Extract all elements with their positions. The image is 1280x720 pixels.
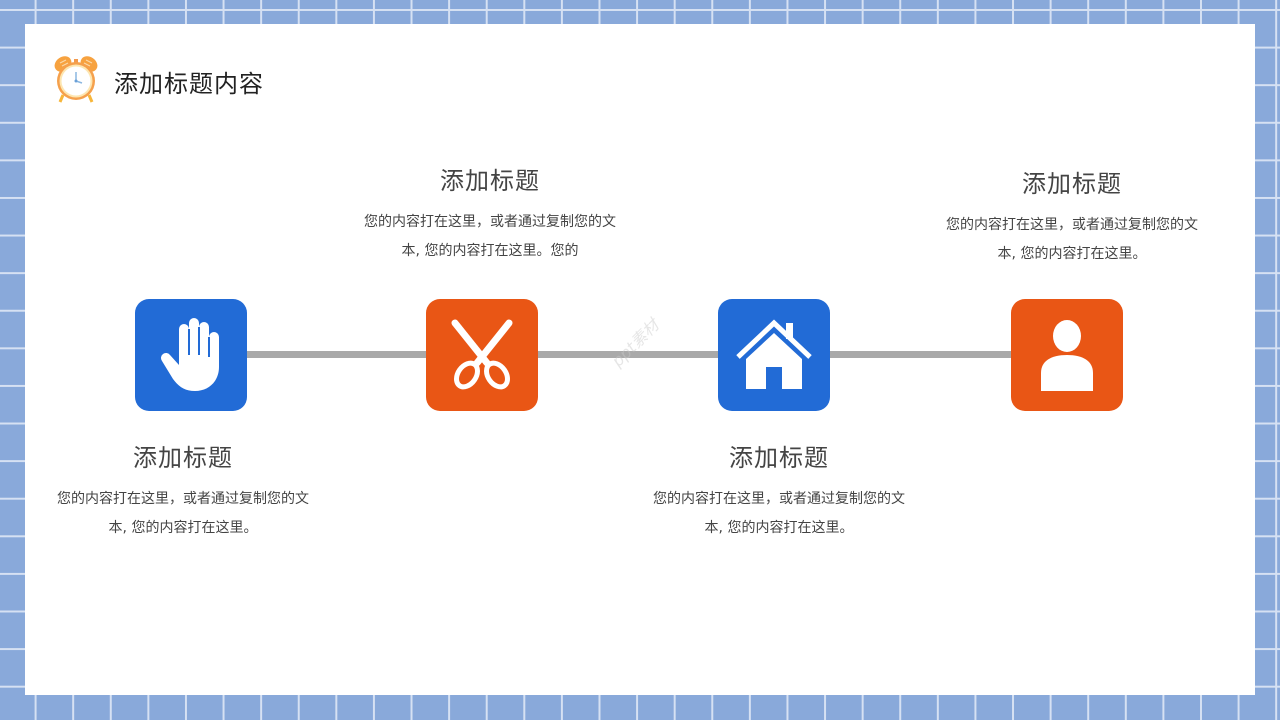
connector-line [245, 351, 428, 358]
user-icon [1039, 319, 1095, 391]
step-heading: 添加标题 [440, 167, 540, 195]
step-heading: 添加标题 [1022, 170, 1122, 198]
step-2-text: 添加标题 您的内容打在这里，或者通过复制您的文 本, 您的内容打在这里。您的 [340, 161, 640, 266]
scissors-icon [447, 319, 517, 391]
alarm-clock-icon [52, 54, 100, 104]
connector-line [828, 351, 1013, 358]
step-2-tile[interactable] [426, 299, 538, 411]
step-desc-line1: 您的内容打在这里，或者通过复制您的文 [946, 217, 1198, 233]
step-3-text: 添加标题 您的内容打在这里，或者通过复制您的文 本, 您的内容打在这里。 [629, 438, 929, 543]
hand-icon [159, 315, 223, 395]
step-3-tile[interactable] [718, 299, 830, 411]
step-heading: 添加标题 [729, 444, 829, 472]
home-icon [736, 319, 812, 391]
step-desc-line2: 本, 您的内容打在这里。 [997, 246, 1147, 262]
page-title: 添加标题内容 [114, 70, 264, 98]
step-desc-line1: 您的内容打在这里，或者通过复制您的文 [653, 491, 905, 507]
step-1-tile[interactable] [135, 299, 247, 411]
step-heading: 添加标题 [133, 444, 233, 472]
step-desc-line2: 本, 您的内容打在这里。 [108, 520, 258, 536]
step-1-text: 添加标题 您的内容打在这里，或者通过复制您的文 本, 您的内容打在这里。 [33, 438, 333, 543]
step-desc-line1: 您的内容打在这里，或者通过复制您的文 [364, 214, 616, 230]
step-4-tile[interactable] [1011, 299, 1123, 411]
step-desc-line2: 本, 您的内容打在这里。您的 [401, 243, 579, 259]
step-4-text: 添加标题 您的内容打在这里，或者通过复制您的文 本, 您的内容打在这里。 [922, 164, 1222, 269]
step-desc-line2: 本, 您的内容打在这里。 [704, 520, 854, 536]
connector-line [535, 351, 720, 358]
step-desc-line1: 您的内容打在这里，或者通过复制您的文 [57, 491, 309, 507]
